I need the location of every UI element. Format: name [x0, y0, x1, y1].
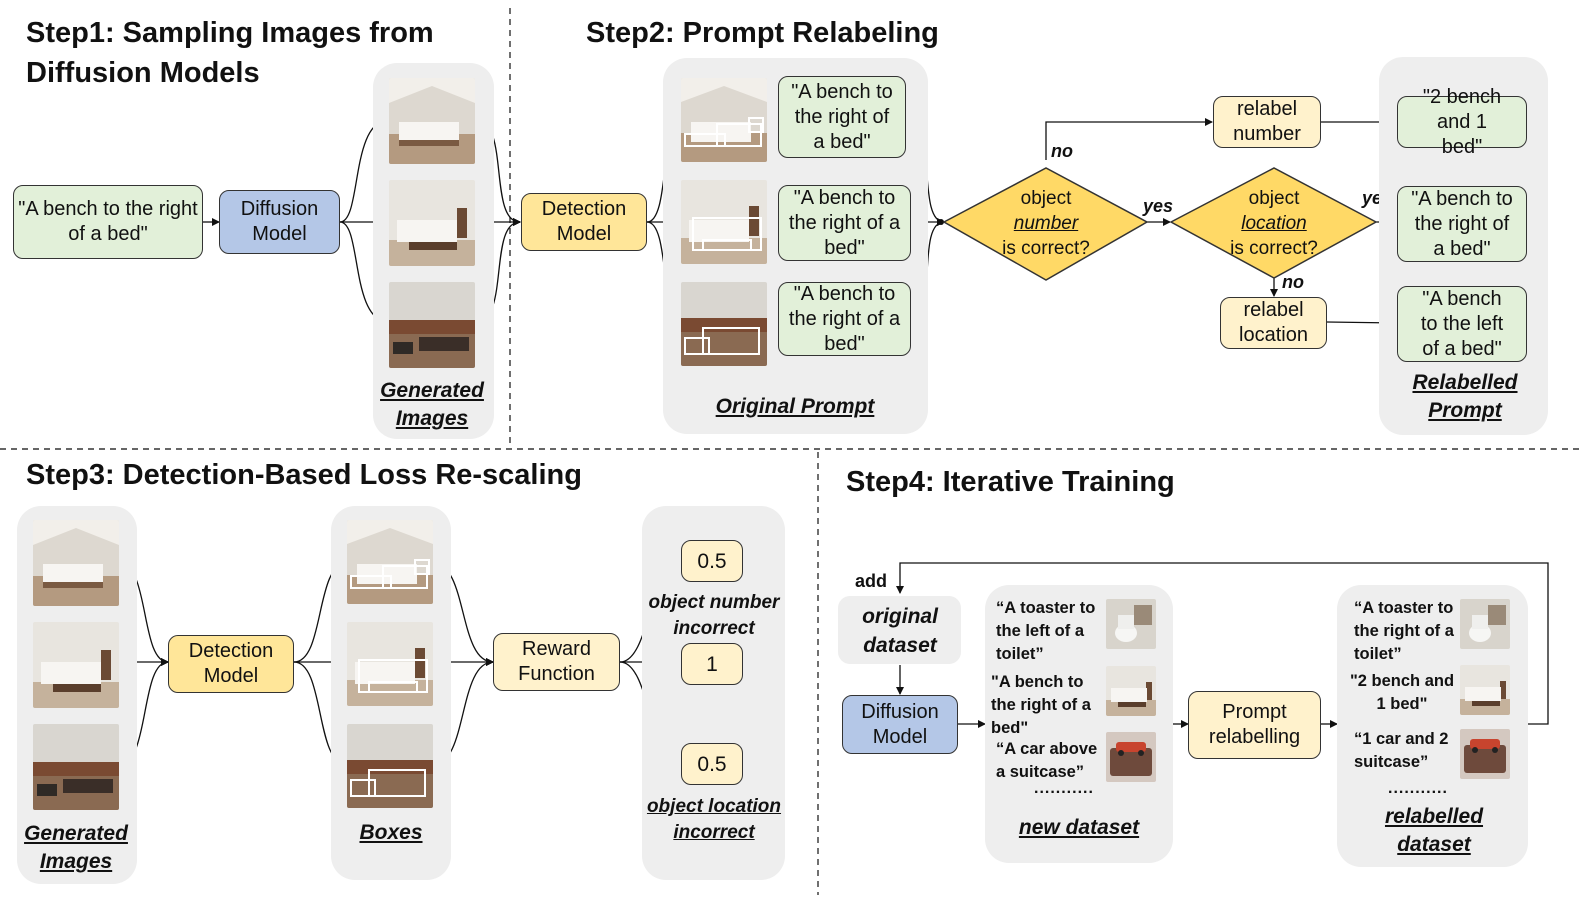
- reward-value-1: 0.5: [681, 540, 743, 582]
- bedroom-image: [389, 78, 475, 164]
- relabel-number-box: relabel number: [1213, 96, 1321, 148]
- detected-image: [347, 520, 433, 604]
- detected-image: [681, 180, 767, 264]
- relabelled-dataset-label: relabelled dataset: [1384, 805, 1484, 856]
- object-number-incorrect-label: object number incorrect: [648, 592, 780, 639]
- bedroom-image: [1106, 666, 1156, 716]
- new-dataset-item-3: “A car above a suitcase”: [996, 740, 1098, 781]
- object-location-incorrect-label: object location incorrect: [646, 796, 782, 843]
- relabel-location-box: relabel location: [1220, 297, 1327, 349]
- reward-value-3: 0.5: [681, 743, 743, 785]
- relabelled-dataset-item-3: “1 car and 2 suitcase”: [1354, 730, 1449, 771]
- step3-title: Step3: Detection-Based Loss Re-scaling: [26, 459, 582, 491]
- prompt-relabelling-box: Prompt relabelling: [1188, 691, 1321, 759]
- relabelled-dataset-item-1: “A toaster to the right of a toilet”: [1354, 599, 1454, 663]
- relabelled-dataset-ellipsis: ...........: [1388, 780, 1448, 797]
- step1-generated-images-label: Generated Images: [380, 379, 484, 430]
- step2-original-prompt-2: "A bench to the right of a bed": [778, 185, 911, 261]
- step1-prompt-box: "A bench to the right of a bed": [13, 185, 203, 259]
- relabelled-prompt-1: "2 bench and 1 bed": [1397, 86, 1527, 158]
- toilet-image: [1460, 599, 1510, 649]
- add-label: add: [855, 571, 888, 591]
- step1-title: Step1: Sampling Images from Diffusion Mo…: [26, 17, 434, 89]
- detected-image: [347, 724, 433, 808]
- no-label-location: no: [1282, 272, 1304, 292]
- reward-value-2: 1: [681, 643, 743, 685]
- new-dataset-label: new dataset: [1018, 816, 1140, 839]
- new-dataset-item-1: “A toaster to the left of a toilet”: [996, 599, 1096, 663]
- relabelled-dataset-item-2: "2 bench and 1 bed": [1349, 672, 1455, 713]
- no-label-number: no: [1051, 141, 1073, 161]
- bedroom-image: [389, 180, 475, 266]
- step2-detection-model: Detection Model: [521, 193, 647, 251]
- original-dataset-panel: [838, 596, 961, 664]
- relabelled-prompt-label: Relabelled Prompt: [1412, 371, 1518, 422]
- original-dataset-label: original dataset: [862, 605, 938, 657]
- step2-title: Step2: Prompt Relabeling: [586, 17, 939, 49]
- step3-generated-images-label: Generated Images: [24, 822, 128, 873]
- step4-diffusion-model: Diffusion Model: [842, 695, 958, 754]
- relabelled-prompt-3: "A bench to the left of a bed": [1397, 286, 1527, 362]
- step3-detection-model: Detection Model: [168, 635, 294, 693]
- car-suitcase-image: [1106, 732, 1156, 782]
- step1-diffusion-model: Diffusion Model: [219, 190, 340, 254]
- bedroom-image: [33, 622, 119, 708]
- bedroom-image: [33, 724, 119, 810]
- decision-number-shape: [942, 167, 1149, 281]
- step2-original-prompt-3: "A bench to the right of a bed": [778, 282, 911, 356]
- step2-original-prompt-label: Original Prompt: [715, 395, 875, 418]
- yes-label-number: yes: [1143, 196, 1174, 216]
- step4-title: Step4: Iterative Training: [846, 466, 1175, 498]
- new-dataset-ellipsis: ...........: [1034, 780, 1094, 797]
- detected-image: [347, 622, 433, 706]
- step2-original-prompt-1: "A bench to the right of a bed": [778, 76, 906, 158]
- detected-image: [681, 282, 767, 366]
- bedroom-image: [1460, 665, 1510, 715]
- decision-location-shape: [1169, 167, 1378, 279]
- new-dataset-item-2: "A bench to the right of a bed": [991, 673, 1091, 737]
- toilet-image: [1106, 599, 1156, 649]
- car-suitcase-image: [1460, 729, 1510, 779]
- step3-boxes-label: Boxes: [359, 821, 423, 844]
- reward-function-box: Reward Function: [493, 633, 620, 691]
- relabelled-prompt-2: "A bench to the right of a bed": [1397, 186, 1527, 262]
- detected-image: [681, 78, 767, 162]
- bedroom-image: [389, 282, 475, 368]
- bedroom-image: [33, 520, 119, 606]
